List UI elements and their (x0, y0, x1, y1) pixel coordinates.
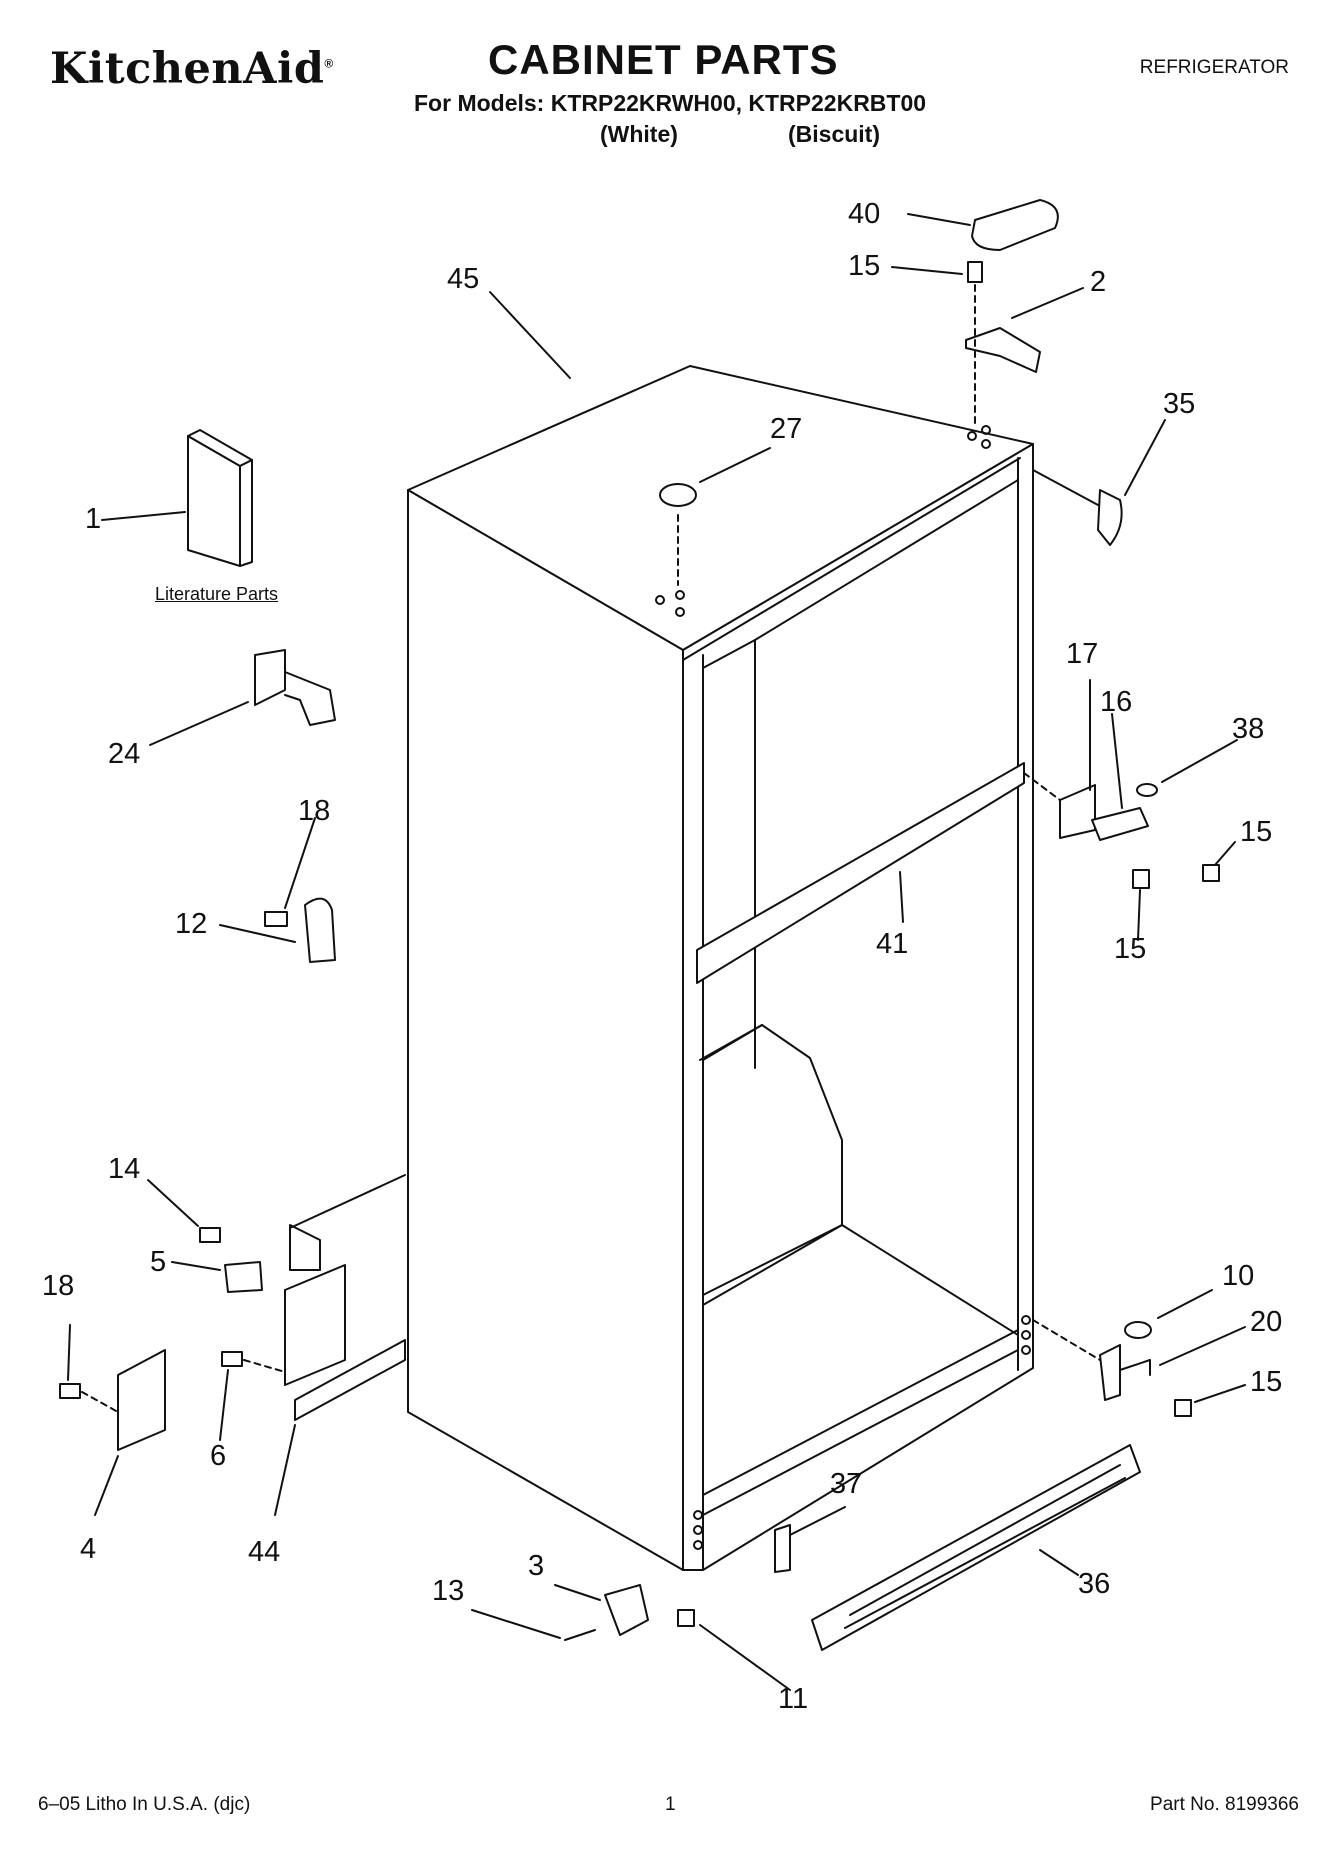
callout-18-upper: 18 (298, 795, 331, 827)
callout-3: 3 (528, 1550, 545, 1582)
callout-27: 27 (770, 413, 803, 445)
callout-41: 41 (876, 928, 909, 960)
callout-16: 16 (1100, 686, 1133, 718)
cabinet-shell-part (408, 366, 1033, 1570)
washer-part (1125, 1322, 1151, 1338)
callout-35: 35 (1163, 388, 1196, 420)
toe-grille-part (812, 1445, 1140, 1650)
callout-45: 45 (447, 263, 480, 295)
appliance-type: REFRIGERATOR (1139, 57, 1289, 78)
bracket-part (290, 1225, 320, 1270)
callout-4: 4 (80, 1533, 97, 1565)
callout-15-top: 15 (848, 250, 881, 282)
callout-11: 11 (778, 1683, 809, 1715)
brand-logo: KitchenAid® (50, 44, 334, 94)
door-stop-part (255, 650, 335, 725)
callout-20: 20 (1250, 1306, 1283, 1338)
callout-24: 24 (108, 738, 141, 770)
callout-6: 6 (210, 1440, 227, 1472)
top-hinge-part (966, 328, 1040, 372)
roller-part (605, 1585, 648, 1635)
hinge-part (225, 1262, 262, 1292)
grille-clip-part (775, 1525, 790, 1572)
models-line: For Models: KTRP22KRWH00, KTRP22KRBT00 (414, 90, 927, 116)
hinge-pin-cap-part (1098, 490, 1122, 545)
hinge-screw-part (968, 262, 982, 282)
footer-litho: 6–05 Litho In U.S.A. (djc) (38, 1794, 251, 1815)
footer-page-number: 1 (665, 1794, 676, 1815)
footer-part-number: Part No. 8199366 (1150, 1794, 1299, 1815)
callout-12: 12 (175, 908, 208, 940)
callout-5: 5 (150, 1246, 167, 1278)
callout-1: 1 (85, 503, 102, 535)
callout-13: 13 (432, 1575, 465, 1607)
callout-2: 2 (1090, 266, 1107, 298)
callout-37: 37 (830, 1468, 863, 1500)
callout-40: 40 (848, 198, 881, 230)
center-hinge-part (1060, 785, 1095, 838)
callout-15-center: 15 (1114, 933, 1147, 965)
bottom-hinge-part (1100, 1345, 1150, 1400)
callout-44: 44 (248, 1536, 281, 1568)
callout-18-lower: 18 (42, 1270, 75, 1302)
callout-36: 36 (1078, 1568, 1111, 1600)
callout-14: 14 (108, 1153, 141, 1185)
support-bar-part (295, 1340, 405, 1420)
callout-38: 38 (1232, 713, 1265, 745)
hinge-cover-left-part (118, 1350, 165, 1450)
literature-parts-label: Literature Parts (155, 584, 279, 604)
variant-white: (White) (600, 121, 678, 147)
callout-10: 10 (1222, 1260, 1255, 1292)
hinge-bracket-part (305, 899, 335, 962)
callout-17: 17 (1066, 638, 1099, 670)
variant-biscuit: (Biscuit) (788, 121, 880, 147)
plug-button-part (660, 484, 696, 506)
hinge-cover-part (972, 200, 1058, 250)
callout-15-right: 15 (1240, 816, 1273, 848)
callout-leaders (68, 214, 1245, 1690)
callout-15-bottom: 15 (1250, 1366, 1283, 1398)
page-title: CABINET PARTS (488, 36, 839, 83)
